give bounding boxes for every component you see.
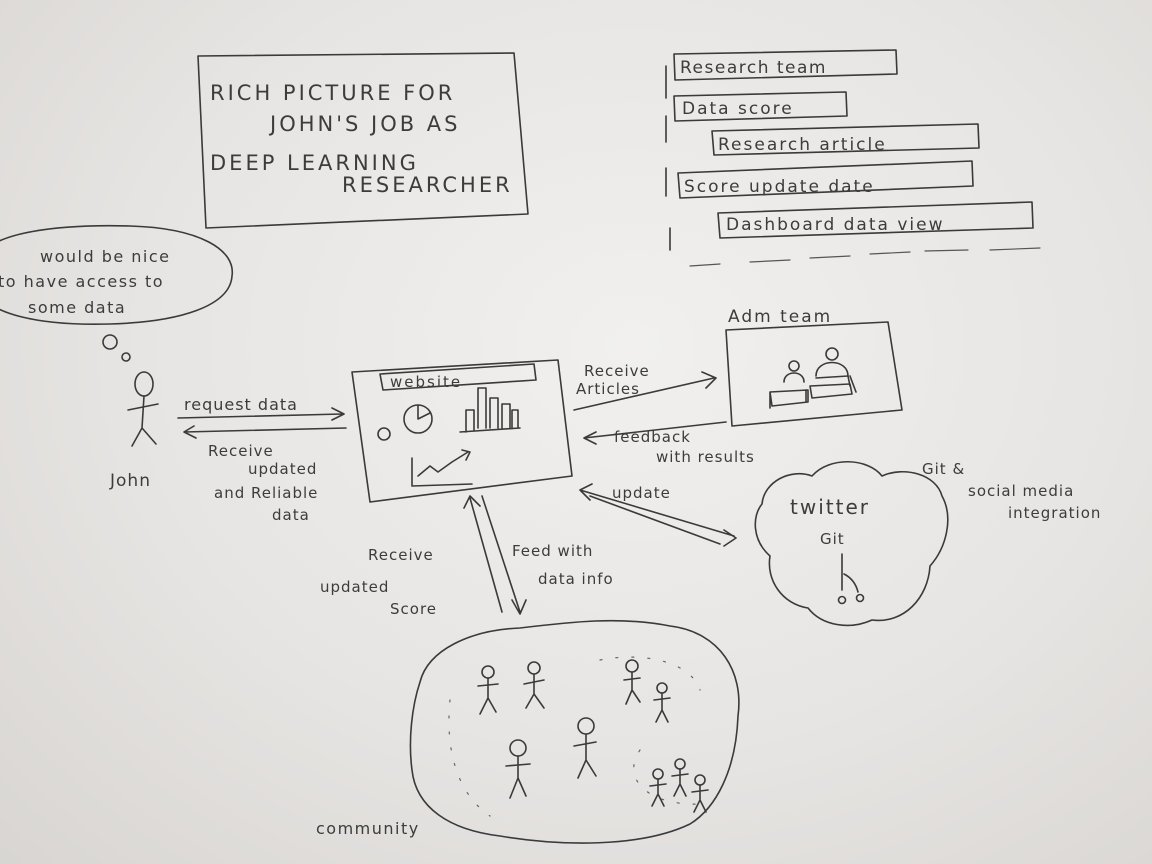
thought-line-3: some data: [28, 298, 126, 317]
title-line-2: JOHN'S JOB AS: [268, 112, 461, 136]
twitter-label: twitter: [790, 495, 870, 519]
label-feedback-1: feedback: [614, 428, 691, 446]
git-social-line-3: integration: [1008, 504, 1101, 522]
title-line-1: RICH PICTURE FOR: [210, 81, 455, 105]
person-icon: [623, 659, 641, 705]
community-label: community: [316, 819, 420, 838]
label-feed-1: Feed with: [512, 542, 593, 560]
arrow-receive-data: Receive updated and Reliable data: [183, 425, 347, 524]
person-icon: [653, 682, 671, 723]
person-icon: [523, 661, 545, 709]
title-box: RICH PICTURE FOR JOHN'S JOB AS DEEP LEAR…: [197, 52, 529, 229]
website-label: website: [390, 373, 462, 391]
community-blob: community: [316, 619, 740, 844]
arrow-request-data: request data: [177, 395, 345, 421]
bar-chart-icon: [459, 387, 521, 433]
label-articles-2: Articles: [576, 380, 640, 398]
git-social-line-1: Git &: [922, 460, 965, 478]
person-icon: [649, 768, 667, 807]
legend-item-research-article: Research article: [718, 135, 887, 155]
person-icon: [505, 739, 531, 799]
website-box: website: [351, 359, 573, 503]
adm-team-box: Adm team: [725, 307, 903, 427]
community-people: [477, 659, 709, 813]
john-stick-figure: John: [109, 371, 159, 491]
adm-team-label: Adm team: [728, 307, 832, 327]
label-update: update: [612, 484, 671, 502]
title-line-4: RESEARCHER: [342, 173, 513, 197]
twitter-cloud: twitter Git: [754, 460, 949, 627]
arrow-community-website: Receive updated Score Feed with data inf…: [320, 495, 614, 618]
label-receive-4: data: [272, 506, 310, 524]
person-icon: [691, 774, 709, 813]
thought-bubble: would be nice to have access to some dat…: [0, 224, 233, 362]
thought-line-1: would be nice: [40, 247, 171, 266]
label-score-1: Receive: [368, 546, 434, 564]
arrow-update: update: [579, 483, 737, 547]
legend-item-data-score: Data score: [682, 99, 794, 119]
person-icon: [573, 717, 597, 779]
dot-icon: [377, 427, 391, 441]
git-branch-icon: [837, 553, 865, 605]
label-score-3: Score: [390, 600, 437, 618]
legend-item-score-update-date: Score update date: [684, 177, 875, 197]
legend-item-research-team: Research team: [680, 58, 827, 78]
john-label: John: [109, 471, 151, 491]
thought-line-2: to have access to: [0, 272, 164, 291]
label-request-data: request data: [184, 395, 298, 414]
arrow-receive-articles: Receive Articles: [573, 362, 717, 411]
legend: Research team Data score Research articl…: [665, 49, 1041, 267]
people-at-desk-icon: [769, 347, 857, 409]
arrow-feedback: feedback with results: [583, 421, 755, 466]
pie-chart-icon: [403, 404, 433, 434]
label-receive-3: and Reliable: [214, 484, 318, 502]
label-articles-1: Receive: [584, 362, 650, 380]
label-receive-1: Receive: [208, 442, 274, 460]
label-feed-2: data info: [538, 570, 614, 588]
label-receive-2: updated: [248, 460, 317, 478]
git-social-line-2: social media: [968, 482, 1074, 500]
legend-item-dashboard-data-view: Dashboard data view: [726, 215, 944, 235]
git-label: Git: [820, 530, 845, 548]
label-feedback-2: with results: [656, 448, 755, 466]
line-chart-icon: [411, 449, 473, 487]
label-score-2: updated: [320, 578, 389, 596]
person-icon: [671, 758, 689, 797]
title-line-3: DEEP LEARNING: [210, 151, 419, 175]
person-icon: [477, 665, 499, 715]
